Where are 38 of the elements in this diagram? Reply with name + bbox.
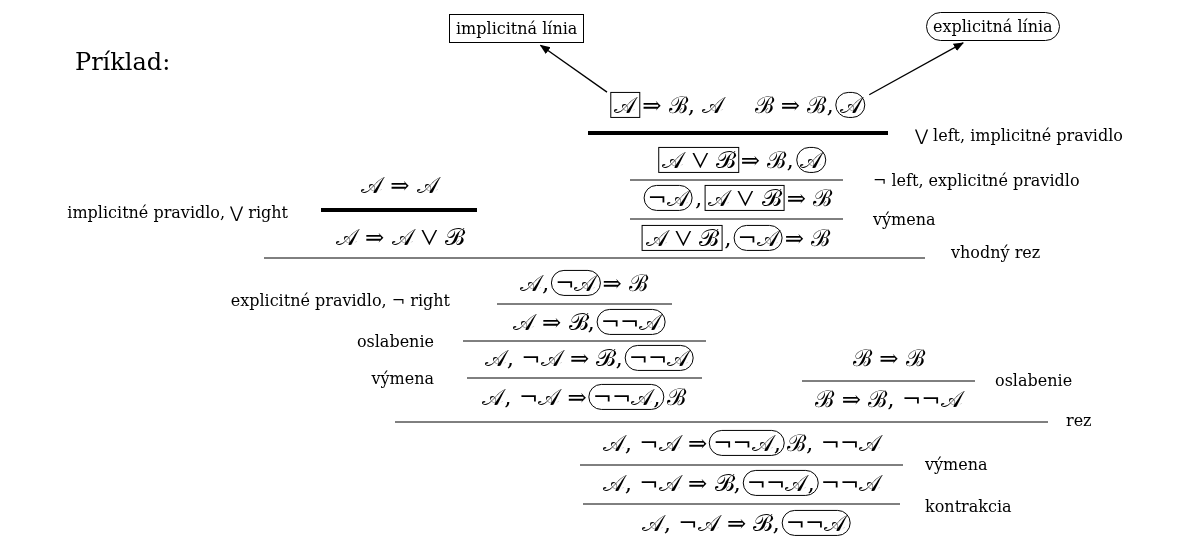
- formula-text: 𝒜,: [518, 270, 551, 296]
- rule-name: vhodný rez: [951, 242, 1041, 262]
- label-box: implicitná línia: [449, 14, 585, 43]
- rule-name: kontrakcia: [925, 496, 1012, 516]
- formula-text: 𝒜 ⇒ 𝒜: [360, 172, 441, 198]
- rule-name: explicitné pravidlo, ¬ right: [230, 290, 450, 310]
- formula-text: 𝒜, ¬𝒜 ⇒ ℬ,: [640, 510, 781, 536]
- rule-name: ⋁ left, implicitné pravidlo: [915, 125, 1123, 145]
- formula-text: 𝒜, ¬𝒜 ⇒ ℬ,: [601, 470, 742, 496]
- rule-name: oslabenie: [356, 331, 434, 351]
- rule-name: výmena: [873, 209, 936, 229]
- rule-name: oslabenie: [995, 370, 1073, 390]
- formula-text: ℬ ⇒ ℬ,: [753, 92, 835, 118]
- formula-text: ℬ ⇒ ℬ: [852, 345, 926, 371]
- formula-text: 𝒜 ⇒ ℬ,: [511, 309, 596, 335]
- formula-text: 𝒜 ⇒ 𝒜 ⋁ ℬ: [334, 224, 466, 250]
- formula-text: ¬¬𝒜: [819, 470, 884, 496]
- arrow: [868, 42, 964, 96]
- rule-name: rez: [1066, 410, 1092, 430]
- formula-text: ,: [723, 225, 733, 251]
- formula-text: 𝒜, ¬𝒜 ⇒: [481, 384, 588, 410]
- rule-name: implicitné pravidlo, ⋁ right: [67, 202, 288, 222]
- formula-text: 𝒜, ¬𝒜 ⇒: [601, 430, 709, 456]
- formula-text: ℬ, ¬¬𝒜: [786, 430, 884, 456]
- formula-text: ℬ ⇒ ℬ, ¬¬𝒜: [814, 386, 965, 412]
- formula-text: ℬ: [665, 384, 687, 410]
- formula-text: 𝒜, ¬𝒜 ⇒ ℬ,: [483, 345, 624, 371]
- rule-name: ¬ left, explicitné pravidlo: [873, 170, 1080, 190]
- arrow: [539, 44, 608, 93]
- formula-text: ⇒ ℬ: [785, 185, 834, 211]
- formula-text: ⇒ ℬ: [783, 225, 832, 251]
- rule-name: výmena: [371, 368, 434, 388]
- formula-text: ⇒ ℬ, 𝒜: [641, 92, 727, 118]
- heading: Príklad:: [75, 48, 171, 76]
- rule-name: výmena: [925, 454, 988, 474]
- formula-text: ⇒ ℬ,: [739, 147, 795, 173]
- formula-text: ,: [693, 185, 704, 211]
- formula-text: ⇒ ℬ: [601, 270, 650, 296]
